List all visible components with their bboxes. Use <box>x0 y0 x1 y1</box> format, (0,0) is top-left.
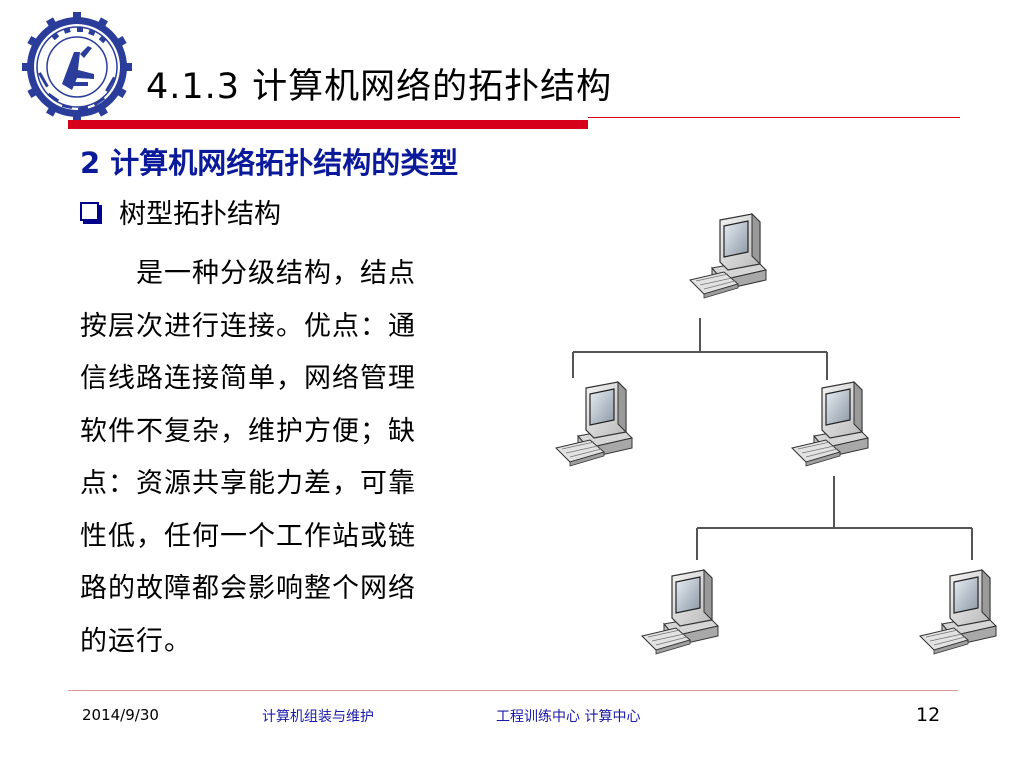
school-logo-icon <box>22 12 132 122</box>
section-heading: 2 计算机网络拓扑结构的类型 <box>80 146 459 180</box>
footer-date: 2014/9/30 <box>82 706 159 724</box>
paragraph-line: 信线路连接简单，网络管理 <box>80 363 416 394</box>
root-computer-icon <box>689 213 767 299</box>
footer-course-name: 计算机组装与维护 <box>262 709 374 725</box>
slide-title: 4.1.3 计算机网络的拓扑结构 <box>146 67 613 107</box>
paragraph-line: 软件不复杂，维护方便；缺 <box>80 415 416 447</box>
paragraph-line: 是一种分级结构，结点 <box>80 258 416 289</box>
tree-connection-lines <box>572 318 973 560</box>
paragraph-line: 的运行。 <box>80 625 192 657</box>
level2-right-computer-icon <box>791 381 869 467</box>
paragraph-line: 按层次进行连接。优点：通 <box>80 310 416 342</box>
title-underline-bar <box>68 120 588 129</box>
level3-left-computer-icon <box>641 569 719 655</box>
paragraph-line: 点：资源共享能力差，可靠 <box>80 468 416 499</box>
level2-left-computer-icon <box>555 381 633 467</box>
paragraph-line: 路的故障都会影响整个网络 <box>80 573 416 604</box>
footer-divider <box>68 690 958 691</box>
page-number: 12 <box>916 704 941 726</box>
level3-right-computer-icon <box>919 569 997 655</box>
tree-nodes <box>555 213 997 655</box>
square-bullet-icon <box>80 201 99 221</box>
description-paragraph: 是一种分级结构，结点 按层次进行连接。优点：通 信线路连接简单，网络管理 软件不… <box>80 248 530 668</box>
bullet-item: 树型拓扑结构 <box>80 193 281 230</box>
bullet-text: 树型拓扑结构 <box>119 198 281 230</box>
paragraph-line: 性低，任何一个工作站或链 <box>80 520 416 552</box>
seal-ring-text-marks <box>38 27 116 111</box>
title-underline-line <box>588 117 960 118</box>
airplane-emblem-icon <box>62 46 94 90</box>
footer-organization: 工程训练中心 计算中心 <box>496 709 641 725</box>
